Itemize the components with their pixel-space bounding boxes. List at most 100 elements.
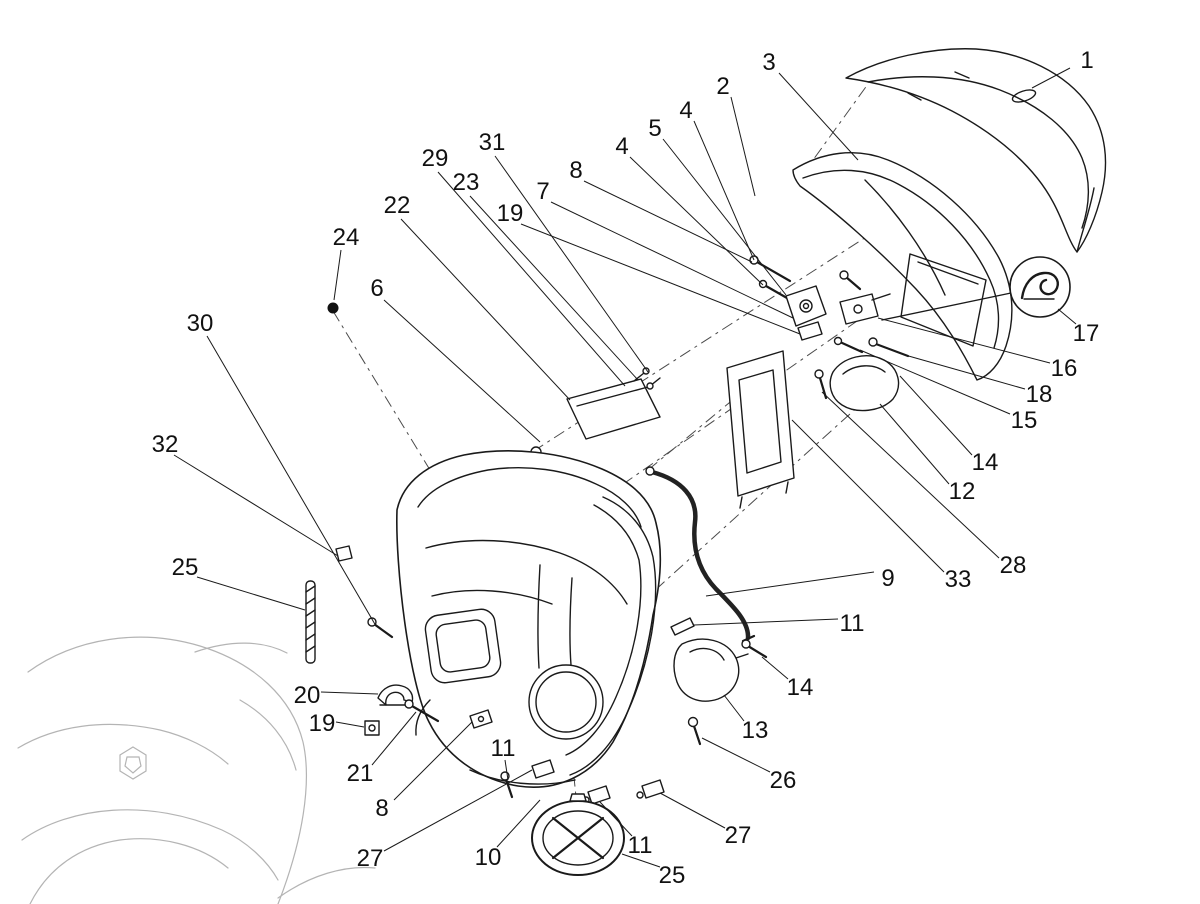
leader-line [437,171,626,387]
callout-label-6: 6 [370,275,383,302]
lock-hardware-cluster [749,255,910,358]
leader-line [791,419,945,573]
diagram-path [415,699,431,736]
diagram-path [372,622,394,639]
leader-line [173,454,339,557]
diagram-g [424,608,502,684]
leader-line [371,711,417,766]
centerline [332,310,431,471]
diagram-circle [758,279,768,289]
diagram-path [587,785,611,805]
diagram-path [576,386,649,407]
diagram-path [566,378,661,440]
latch-plate [839,293,879,325]
leader-lines [173,67,1077,868]
callout-label-11: 11 [628,832,653,859]
diagram-path [417,466,642,528]
piaggio-logo-shield [124,756,142,774]
round-cover-part [531,793,625,876]
leader-line [383,769,533,852]
leader-line [693,618,839,626]
diagram-path [633,372,645,382]
diagram-path [726,350,795,497]
callout-label-2: 2 [716,73,729,100]
diagram-path [551,816,605,860]
diagram-path [746,644,768,659]
leader-line [899,375,973,456]
edge-clip [335,545,353,562]
diagram-path [797,321,823,341]
leader-line [196,576,306,611]
callout-label-17: 17 [1073,320,1100,347]
callout-label-11: 11 [491,735,516,762]
diagram-path [844,275,862,291]
callout-label-19: 19 [309,710,336,737]
callout-label-3: 3 [762,49,775,76]
leader-line [320,691,379,695]
diagram-artwork [305,48,1107,876]
hook-detail-circle [881,256,1071,321]
diagram-circle [642,367,650,375]
callout-label-14: 14 [787,674,814,701]
lock-body [785,285,827,327]
leader-line [662,138,787,296]
callout-label-14: 14 [972,449,999,476]
diagram-path [874,342,910,358]
small-cover-part [814,355,900,412]
leader-line [206,335,377,627]
body-contour [239,699,297,771]
diagram-path [692,724,702,746]
diagram-path [469,709,493,729]
diagram-path [673,638,740,702]
callout-label-12: 12 [949,478,976,505]
diagram-path [469,769,576,785]
callout-label-16: 16 [1051,355,1078,382]
diagram-path [842,365,886,375]
frame-part [726,350,795,509]
diagram-circle [528,664,604,740]
diagram-path [838,340,864,354]
centerline [647,397,736,471]
diagram-path [305,585,316,653]
callout-label-30: 30 [187,310,214,337]
leader-line [723,694,745,722]
diagram-path [410,704,440,723]
spacer-sleeve [670,617,695,636]
diagram-circle [687,716,699,728]
lid-panel-part [530,367,661,458]
diagram-circle [404,699,414,709]
callout-label-1: 1 [1080,47,1093,74]
body-outline [27,636,307,904]
callout-label-24: 24 [333,224,360,251]
diagram-circle [645,466,655,476]
callout-label-32: 32 [152,431,179,458]
callout-labels: 1324548719312329222463032251716181514122… [152,47,1100,889]
diagram-circle [477,715,485,723]
callout-label-29: 29 [422,145,449,172]
outer-cover-part [845,48,1107,253]
callout-label-4: 4 [679,97,692,124]
callout-label-27: 27 [357,845,384,872]
leader-line [583,180,753,263]
diagram-circle [367,617,377,627]
body-contour [29,838,229,904]
callout-label-25: 25 [172,554,199,581]
diagram-ellipse [1011,89,1037,103]
diagram-path [1076,187,1095,253]
diagram-path [569,496,657,776]
diagram-path [565,504,642,756]
callout-label-21: 21 [347,760,374,787]
rubber-strip-part [305,580,316,664]
leader-line [1057,308,1077,325]
diagram-circle [636,791,644,799]
diagram-path [425,539,628,605]
diagram-circle [833,336,843,346]
diagram-path [802,169,1000,349]
diagram-path [829,355,900,412]
leader-line [904,354,1026,390]
scooter-body-ghost [17,636,376,904]
diagram-path [531,759,555,779]
callout-label-9: 9 [881,565,894,592]
main-shield-part [335,450,662,788]
diagram-rect [424,608,502,684]
